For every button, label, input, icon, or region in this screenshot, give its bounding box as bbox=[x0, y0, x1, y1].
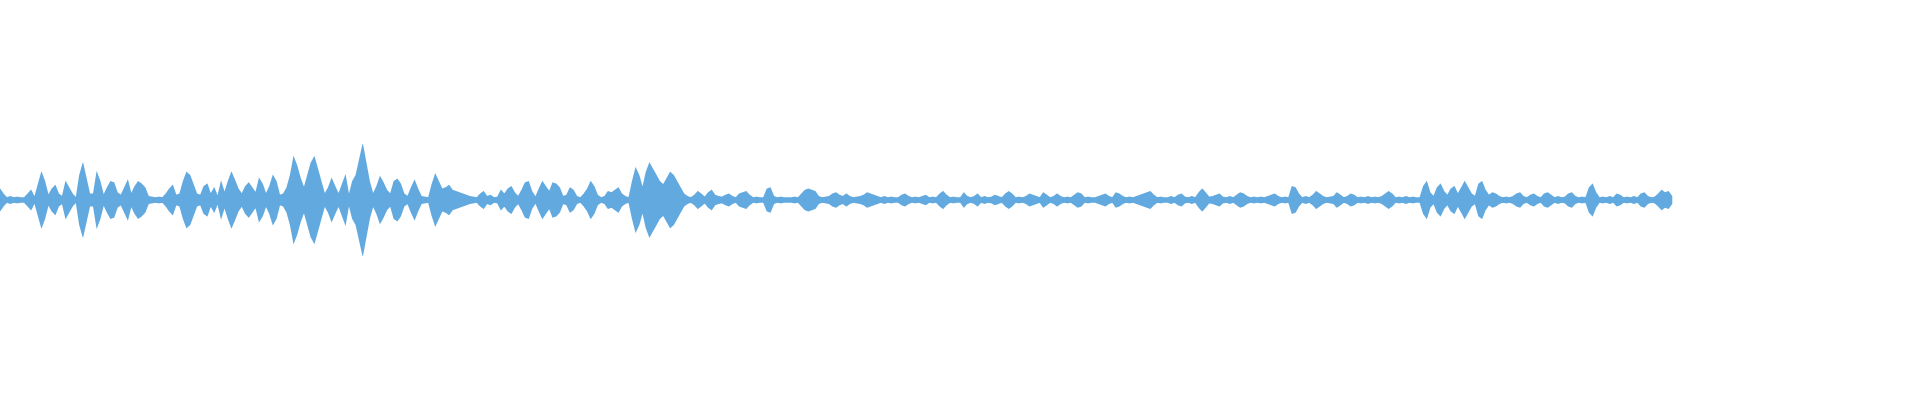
waveform-envelope bbox=[0, 144, 1673, 256]
